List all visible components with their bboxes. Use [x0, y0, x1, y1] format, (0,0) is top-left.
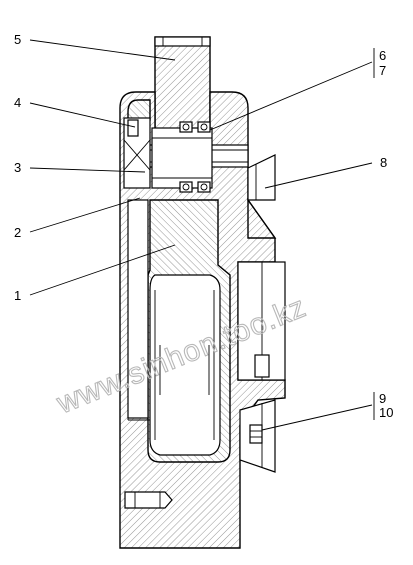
side-bracket	[247, 154, 277, 239]
leader-lines	[29, 39, 375, 431]
leader-2	[29, 197, 141, 233]
callout-8: 8	[380, 155, 387, 170]
housing-cavity	[127, 199, 150, 421]
callout-10: 10	[379, 405, 393, 420]
leader-8	[264, 162, 373, 189]
callout-3: 3	[14, 160, 21, 175]
callout-9: 9	[379, 391, 386, 406]
bottom-bolt	[124, 491, 173, 509]
upper-shaft	[154, 36, 211, 133]
callout-6: 6	[379, 48, 386, 63]
bearing-upper	[179, 121, 211, 193]
callout-4: 4	[14, 95, 21, 110]
leader-3	[29, 167, 146, 173]
callout-2: 2	[14, 225, 21, 240]
wheel	[147, 199, 231, 463]
callout-7: 7	[379, 63, 386, 78]
callout-5: 5	[14, 32, 21, 47]
lower-bracket	[239, 399, 276, 473]
axle-pin	[129, 127, 249, 189]
hub-cover	[237, 261, 286, 381]
leader-9-10	[261, 404, 373, 431]
callout-1: 1	[14, 288, 21, 303]
end-cap	[123, 117, 151, 189]
leader-5	[29, 39, 176, 61]
leader-4	[29, 102, 136, 128]
leader-6-7	[209, 61, 373, 131]
leader-1	[29, 244, 176, 296]
callout-labels: 5 4 3 2 1 6 7 8 9 10	[14, 32, 393, 420]
